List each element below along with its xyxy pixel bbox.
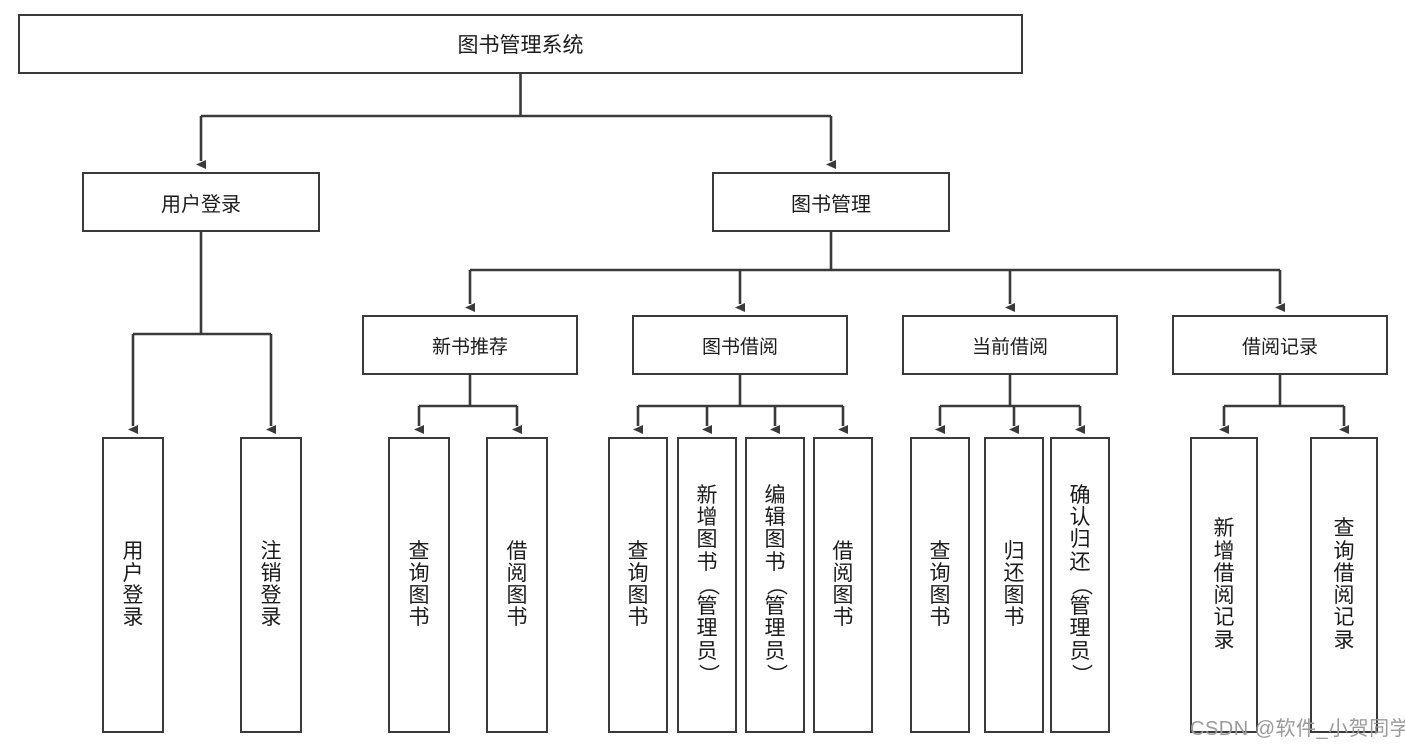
node-borrow-record-label: 借阅记录: [1241, 336, 1318, 358]
node-leaf-confirm-return[interactable]: 确认归还（管理员）: [1050, 437, 1110, 733]
node-leaf-user-login-label: 用户登录: [122, 539, 144, 630]
node-leaf-user-login[interactable]: 用户登录: [102, 437, 164, 733]
node-current-borrow-label: 当前借阅: [971, 336, 1048, 358]
node-borrow-record[interactable]: 借阅记录: [1172, 315, 1388, 375]
node-leaf-edit-book-label: 编辑图书（管理员）: [764, 483, 788, 685]
node-book-borrow-label: 图书借阅: [701, 336, 778, 358]
node-current-borrow[interactable]: 当前借阅: [902, 315, 1118, 375]
node-leaf-add-book[interactable]: 新增图书（管理员）: [677, 437, 737, 733]
node-leaf-borrow-book-2[interactable]: 借阅图书: [813, 437, 873, 733]
node-leaf-query-book-1-label: 查询图书: [408, 539, 430, 630]
node-leaf-borrow-book-1[interactable]: 借阅图书: [486, 437, 548, 733]
node-leaf-query-book-2[interactable]: 查询图书: [608, 437, 668, 733]
node-leaf-query-book-1[interactable]: 查询图书: [388, 437, 450, 733]
node-new-book-recommend-label: 新书推荐: [431, 336, 508, 358]
node-leaf-query-book-3-label: 查询图书: [929, 539, 951, 630]
node-leaf-user-logout[interactable]: 注销登录: [240, 437, 302, 733]
node-leaf-borrow-book-2-label: 借阅图书: [832, 539, 854, 630]
node-user-login-label: 用户登录: [161, 193, 241, 216]
node-leaf-query-record-label: 查询借阅记录: [1333, 517, 1355, 652]
node-leaf-add-record[interactable]: 新增借阅记录: [1190, 437, 1258, 733]
node-leaf-return-book-label: 归还图书: [1003, 539, 1025, 630]
node-leaf-borrow-book-1-label: 借阅图书: [506, 539, 528, 630]
node-new-book-recommend[interactable]: 新书推荐: [362, 315, 578, 375]
node-leaf-query-book-2-label: 查询图书: [627, 539, 649, 630]
node-root[interactable]: 图书管理系统: [18, 14, 1023, 74]
node-leaf-add-book-label: 新增图书（管理员）: [696, 483, 720, 685]
csdn-watermark: CSDN @软件_小贺同学: [1190, 718, 1405, 740]
node-book-manage-label: 图书管理: [791, 193, 871, 216]
node-leaf-query-record[interactable]: 查询借阅记录: [1310, 437, 1378, 733]
node-leaf-user-logout-label: 注销登录: [260, 539, 282, 630]
node-user-login[interactable]: 用户登录: [82, 172, 320, 232]
node-leaf-edit-book[interactable]: 编辑图书（管理员）: [745, 437, 805, 733]
node-leaf-add-record-label: 新增借阅记录: [1213, 517, 1235, 652]
node-leaf-return-book[interactable]: 归还图书: [984, 437, 1044, 733]
node-book-manage[interactable]: 图书管理: [712, 172, 950, 232]
node-book-borrow[interactable]: 图书借阅: [632, 315, 848, 375]
node-root-label: 图书管理系统: [457, 34, 584, 57]
node-leaf-query-book-3[interactable]: 查询图书: [910, 437, 970, 733]
node-leaf-confirm-return-label: 确认归还（管理员）: [1069, 483, 1093, 685]
